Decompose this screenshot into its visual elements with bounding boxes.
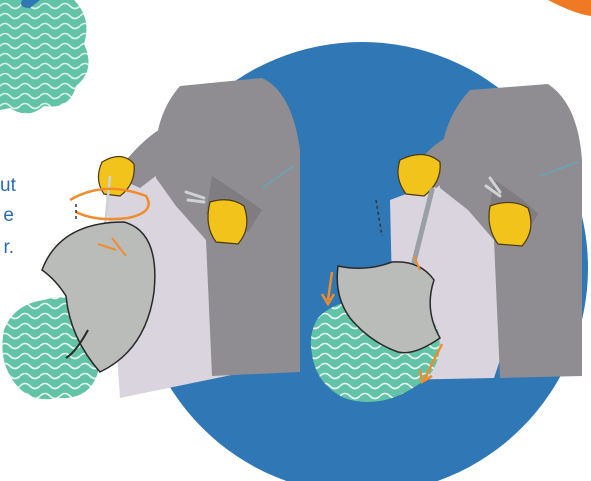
orange-accent-shape <box>548 0 591 16</box>
yellow-glove <box>208 200 247 244</box>
yellow-glove <box>489 202 531 246</box>
caption-fragment: e <box>0 206 14 225</box>
caption-fragment: r. <box>0 238 14 257</box>
caption-fragment: ut <box>0 176 14 195</box>
water-splash-top-left <box>0 0 89 114</box>
